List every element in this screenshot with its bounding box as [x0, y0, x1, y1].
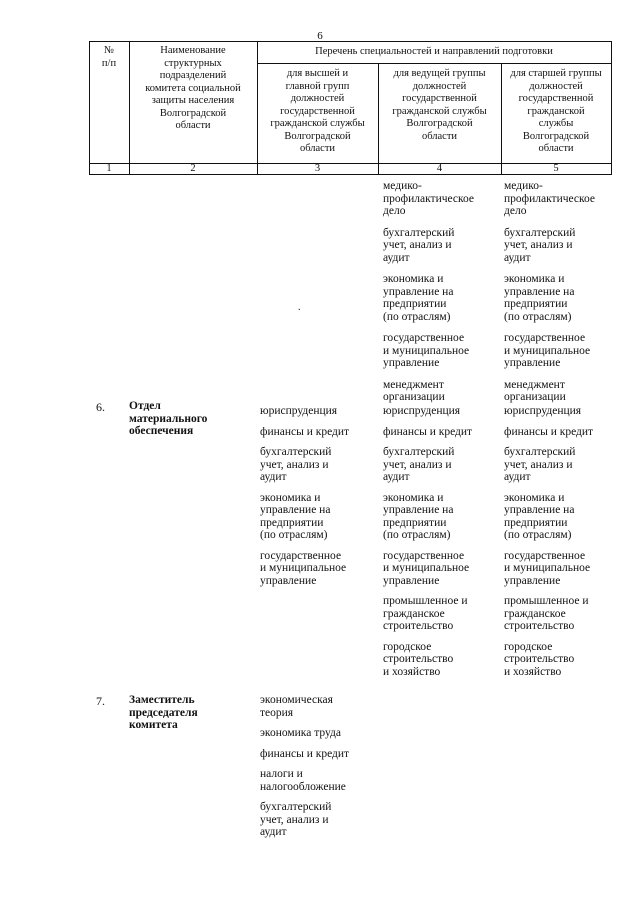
specialty-item: государственное и муниципальное управлен… [260, 549, 347, 587]
specialty-item: финансы и кредит [504, 425, 594, 438]
specialty-item: бухгалтерский учет, анализ и аудит [383, 226, 455, 264]
specialty-item: финансы и кредит [260, 425, 350, 438]
specialty-item: государственное и муниципальное управлен… [383, 549, 470, 587]
rule [89, 41, 90, 175]
rule [129, 41, 130, 175]
specialty-item: экономика и управление на предприятии (п… [260, 491, 331, 542]
specialty-item: финансы и кредит [383, 425, 473, 438]
specialty-item: экономика и управление на предприятии (п… [504, 273, 575, 323]
specialty-item: юриспруденция [504, 405, 582, 417]
specialty-item: налоги и налогообложение [260, 768, 346, 793]
column-number: 5 [553, 163, 559, 174]
specialty-item: экономика и управление на предприятии (п… [383, 273, 454, 323]
specialty-item: городское строительство и хозяйство [504, 640, 575, 678]
header-leading-group: для ведущей группы должностей государств… [392, 68, 487, 142]
continuation-col4: медико- профилактическое дело бухгалтерс… [383, 180, 503, 412]
rule [257, 41, 258, 175]
specialty-item: бухгалтерский учет, анализ и аудит [260, 446, 332, 483]
specialty-item: менеджмент организации [383, 378, 445, 404]
specialty-item: государственное и муниципальное управлен… [383, 332, 470, 369]
rule [89, 174, 612, 175]
column-number: 1 [106, 163, 112, 174]
specialty-item: бухгалтерский учет, анализ и аудит [504, 446, 576, 483]
specialty-item: экономика и управление на предприятии (п… [383, 491, 454, 542]
table-header: № п/п Наименование структурных подраздел… [89, 41, 612, 175]
rule [89, 163, 612, 164]
continuation-col5: медико- профилактическое дело бухгалтерс… [504, 180, 619, 412]
division-title: Отдел материального обеспечения [129, 400, 208, 437]
row-number: 7. [96, 694, 105, 708]
rule [611, 41, 612, 175]
specialty-item: промышленное и гражданское строительство [383, 595, 468, 632]
specialty-item: городское строительство и хозяйство [383, 640, 454, 678]
specialty-item: медико- профилактическое дело [504, 180, 595, 217]
page-number: 6 [317, 30, 323, 42]
specialty-item: государственное и муниципальное управлен… [504, 549, 591, 587]
specialty-item: экономическая теория [260, 694, 333, 719]
specialty-item: промышленное и гражданское строительство [504, 595, 589, 632]
rule [89, 41, 612, 42]
header-specialties: Перечень специальностей и направлений по… [315, 46, 553, 57]
specialty-item: финансы и кредит [260, 747, 350, 760]
header-highest-group: для высшей и главной групп должностей го… [270, 68, 365, 154]
row6-col5: юриспруденция финансы и кредит бухгалтер… [504, 405, 619, 686]
row7-col3: экономическая теория экономика труда фин… [260, 694, 380, 847]
division-title: Заместитель председателя комитета [129, 694, 198, 731]
column-number: 2 [190, 163, 196, 174]
specialty-item: менеджмент организации [504, 378, 566, 404]
column-number: 3 [314, 163, 321, 174]
stray-dot: . [298, 302, 301, 313]
row6-col3: юриспруденция финансы и кредит бухгалтер… [260, 405, 380, 595]
header-senior-group: для старшей группы должностей государств… [510, 68, 602, 154]
row-number: 6. [96, 400, 105, 414]
rule [257, 63, 612, 64]
row6-col4: юриспруденция финансы и кредит бухгалтер… [383, 405, 503, 686]
specialty-item: бухгалтерский учет, анализ и аудит [504, 226, 576, 264]
specialty-item: медико- профилактическое дело [383, 180, 474, 217]
specialty-item: бухгалтерский учет, анализ и аудит [260, 801, 332, 838]
column-number: 4 [436, 163, 443, 174]
rule [501, 63, 502, 175]
header-division: Наименование структурных подразделений к… [145, 45, 241, 131]
specialty-item: экономика труда [260, 727, 341, 739]
specialty-item: экономика и управление на предприятии (п… [504, 491, 575, 542]
rule [378, 63, 379, 175]
header-num: № п/п [101, 45, 117, 69]
specialty-item: юриспруденция [383, 405, 461, 417]
specialty-item: бухгалтерский учет, анализ и аудит [383, 446, 455, 483]
specialty-item: юриспруденция [260, 405, 338, 417]
specialty-item: государственное и муниципальное управлен… [504, 332, 591, 369]
